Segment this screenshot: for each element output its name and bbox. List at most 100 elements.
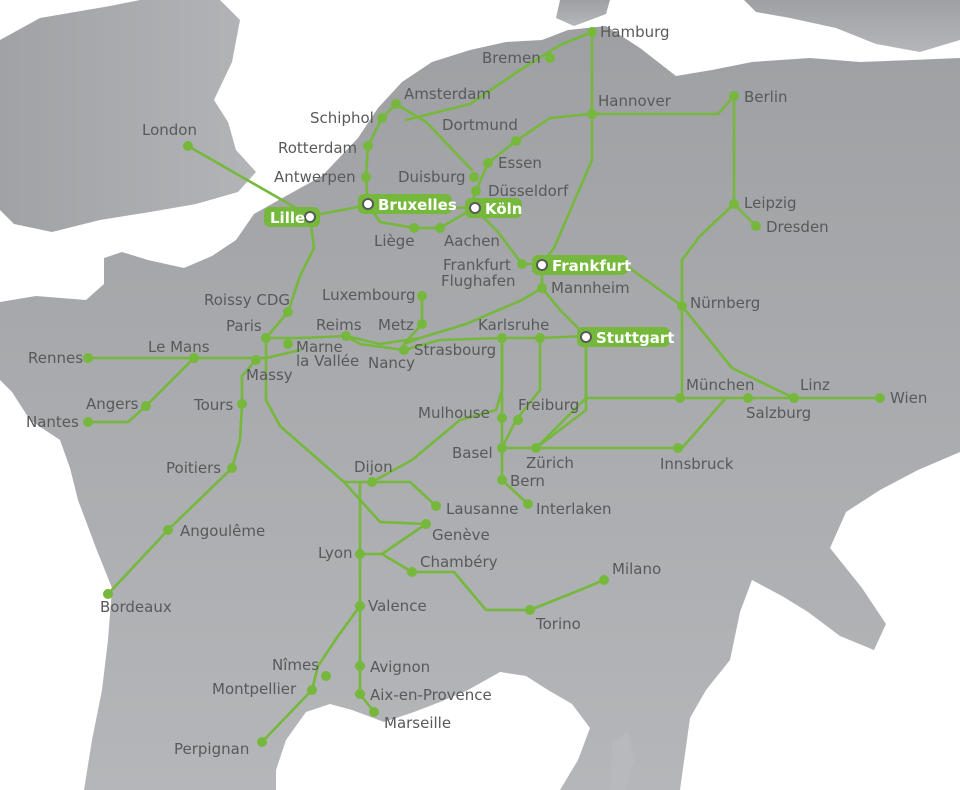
hub-bruxelles[interactable]: Bruxelles (358, 194, 457, 214)
station-label-avignon: Avignon (370, 658, 430, 676)
station-dot[interactable] (535, 333, 545, 343)
station-dot[interactable] (523, 499, 533, 509)
hub-pill (358, 194, 452, 214)
station-dot[interactable] (367, 477, 377, 487)
station-label-angouleme: Angoulême (180, 522, 265, 540)
station-dot[interactable] (355, 601, 365, 611)
station-label-dijon: Dijon (354, 458, 393, 476)
station-dot[interactable] (789, 393, 799, 403)
station-dot[interactable] (525, 605, 535, 615)
station-dot[interactable] (189, 353, 199, 363)
station-label-schiphol: Schiphol (310, 109, 374, 127)
hub-frankfurt[interactable]: Frankfurt (532, 255, 631, 275)
station-dot[interactable] (141, 401, 151, 411)
station-dot[interactable] (675, 393, 685, 403)
station-dot[interactable] (321, 671, 331, 681)
station-dot[interactable] (409, 223, 419, 233)
station-dot[interactable] (391, 99, 401, 109)
station-dot[interactable] (399, 345, 409, 355)
station-dot[interactable] (417, 291, 427, 301)
station-label-milano: Milano (612, 560, 661, 578)
station-label-roissy-cdg: Roissy CDG (204, 291, 290, 309)
station-dot[interactable] (251, 355, 261, 365)
station-label-salzburg: Salzburg (746, 404, 811, 422)
station-dot[interactable] (587, 27, 597, 37)
station-dot[interactable] (545, 53, 555, 63)
station-dot[interactable] (483, 158, 493, 168)
station-dot[interactable] (307, 685, 317, 695)
station-dot[interactable] (743, 393, 753, 403)
station-dot[interactable] (511, 136, 521, 146)
station-dot[interactable] (471, 186, 481, 196)
station-dot[interactable] (497, 443, 507, 453)
station-dot[interactable] (729, 199, 739, 209)
station-dot[interactable] (183, 141, 193, 151)
station-dot[interactable] (261, 333, 271, 343)
station-dot[interactable] (599, 575, 609, 585)
station-dot[interactable] (361, 172, 371, 182)
station-label-munchen: München (686, 376, 754, 394)
station-dot[interactable] (407, 567, 417, 577)
station-label-dortmund: Dortmund (442, 116, 518, 134)
station-dot[interactable] (83, 417, 93, 427)
station-label-wien: Wien (890, 389, 927, 407)
station-label-basel: Basel (452, 444, 493, 462)
station-label-duisburg: Duisburg (398, 168, 466, 186)
station-dot[interactable] (83, 353, 93, 363)
station-dot[interactable] (531, 443, 541, 453)
station-dot[interactable] (421, 519, 431, 529)
rail-line (260, 604, 362, 744)
station-dot[interactable] (677, 301, 687, 311)
station-dot[interactable] (751, 221, 761, 231)
station-dots (83, 27, 885, 747)
rail-line (472, 94, 736, 198)
hub-lille[interactable]: Lille (264, 207, 320, 227)
station-dot[interactable] (355, 689, 365, 699)
hub-label: Stuttgart (596, 329, 674, 347)
rail-line (500, 396, 728, 450)
station-label-marseille: Marseille (384, 714, 451, 732)
station-dot[interactable] (513, 415, 523, 425)
station-dot[interactable] (729, 91, 739, 101)
station-label-massy: Massy (246, 366, 293, 384)
station-dot[interactable] (237, 399, 247, 409)
station-dot[interactable] (587, 109, 597, 119)
hub-stuttgart[interactable]: Stuttgart (577, 327, 674, 347)
hub-label: Lille (270, 209, 305, 227)
station-dot[interactable] (341, 331, 351, 341)
station-dot[interactable] (103, 589, 113, 599)
station-dot[interactable] (257, 737, 267, 747)
station-dot[interactable] (283, 307, 293, 317)
station-dot[interactable] (369, 707, 379, 717)
station-dot[interactable] (497, 413, 507, 423)
station-dot[interactable] (469, 172, 479, 182)
hub-koln[interactable]: Köln (465, 198, 523, 218)
rail-line (186, 144, 312, 218)
station-dot[interactable] (363, 141, 373, 151)
station-dot[interactable] (283, 339, 293, 349)
station-label-rennes: Rennes (28, 349, 83, 367)
station-dot[interactable] (875, 393, 885, 403)
station-dot[interactable] (163, 525, 173, 535)
station-dot[interactable] (417, 319, 427, 329)
station-label-essen: Essen (498, 154, 542, 172)
station-label-marne: Marne (296, 338, 343, 356)
station-label-bremen: Bremen (482, 49, 541, 67)
land-corsica (610, 732, 634, 790)
station-dot[interactable] (355, 549, 365, 559)
station-label-torino: Torino (535, 615, 581, 633)
station-label-linz: Linz (800, 376, 830, 394)
station-dot[interactable] (377, 113, 387, 123)
station-dot[interactable] (673, 443, 683, 453)
station-dot[interactable] (355, 661, 365, 671)
station-dot[interactable] (227, 463, 237, 473)
station-dot[interactable] (435, 223, 445, 233)
station-dot[interactable] (537, 283, 547, 293)
station-dot[interactable] (517, 259, 527, 269)
station-dot[interactable] (431, 501, 441, 511)
station-dot[interactable] (497, 475, 507, 485)
station-label-strasbourg: Strasbourg (414, 341, 496, 359)
station-label-montpellier: Montpellier (212, 680, 297, 698)
station-dot[interactable] (497, 333, 507, 343)
rail-line (342, 480, 428, 526)
